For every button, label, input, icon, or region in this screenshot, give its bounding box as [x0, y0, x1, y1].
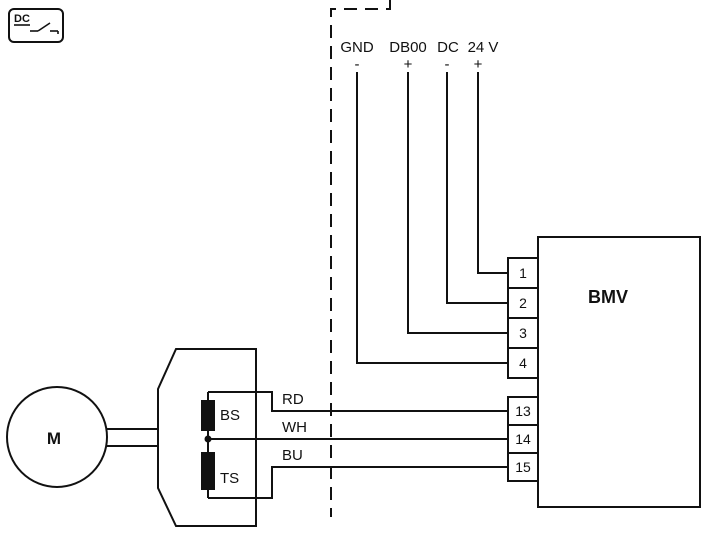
wire-rd	[208, 391, 508, 412]
bs-sensor-label: BS	[220, 407, 240, 424]
supply-label-24v: 24 V	[468, 39, 499, 56]
supply-polarity-24v: +	[474, 56, 483, 73]
wire-rd-label: RD	[282, 391, 304, 408]
wire-bu-label: BU	[282, 447, 303, 464]
supply-wires	[356, 72, 508, 364]
motor: M	[6, 386, 159, 488]
switch-lever	[37, 22, 51, 32]
supply-labels: GND DB00 DC 24 V - + - +	[340, 39, 498, 73]
wire-wh-label: WH	[282, 419, 307, 436]
ts-sensor-label: TS	[220, 470, 239, 487]
terminal-4-box	[507, 347, 539, 379]
wire-bu	[208, 466, 508, 499]
sensor-wires: RD WH BU	[208, 391, 508, 499]
motor-label: M	[47, 429, 61, 448]
supply-label-dc: DC	[437, 39, 459, 56]
terminal-1-number: 1	[519, 265, 527, 281]
bmv-label: BMV	[588, 287, 628, 307]
upper-terminal-blocks: 1 2 3 4	[507, 257, 539, 379]
terminal-15-number: 15	[515, 459, 531, 475]
dc-switch-box	[8, 8, 64, 43]
terminal-4-number: 4	[519, 355, 527, 371]
bs-sensor-block	[201, 400, 215, 431]
sensor-housing: BS TS	[157, 348, 257, 527]
dc-switch-symbol: DC	[8, 8, 64, 43]
ts-sensor-block	[201, 452, 215, 490]
terminal-14-number: 14	[515, 431, 531, 447]
terminal-13-number: 13	[515, 403, 531, 419]
wire-24v-to-terminal-1	[477, 72, 508, 274]
bmv-device: BMV	[537, 236, 701, 508]
wire-gnd-to-terminal-4	[356, 72, 508, 364]
supply-polarity-gnd: -	[355, 56, 360, 73]
motor-circle	[6, 386, 108, 488]
terminal-3-number: 3	[519, 325, 527, 341]
wire-db00-to-terminal-3	[407, 72, 508, 334]
terminal-2-number: 2	[519, 295, 527, 311]
bmv-box	[537, 236, 701, 508]
terminal-3-box	[507, 317, 539, 349]
supply-label-db00: DB00	[389, 39, 427, 56]
wire-dc-to-terminal-2	[446, 72, 508, 304]
supply-label-gnd: GND	[340, 39, 374, 56]
supply-polarity-db00: +	[404, 56, 413, 73]
dc-switch-label: DC	[14, 13, 30, 25]
lower-terminal-blocks: 13 14 15	[507, 396, 539, 482]
cabinet-boundary-dashed-line	[330, 0, 391, 517]
supply-polarity-dc: -	[445, 56, 450, 73]
